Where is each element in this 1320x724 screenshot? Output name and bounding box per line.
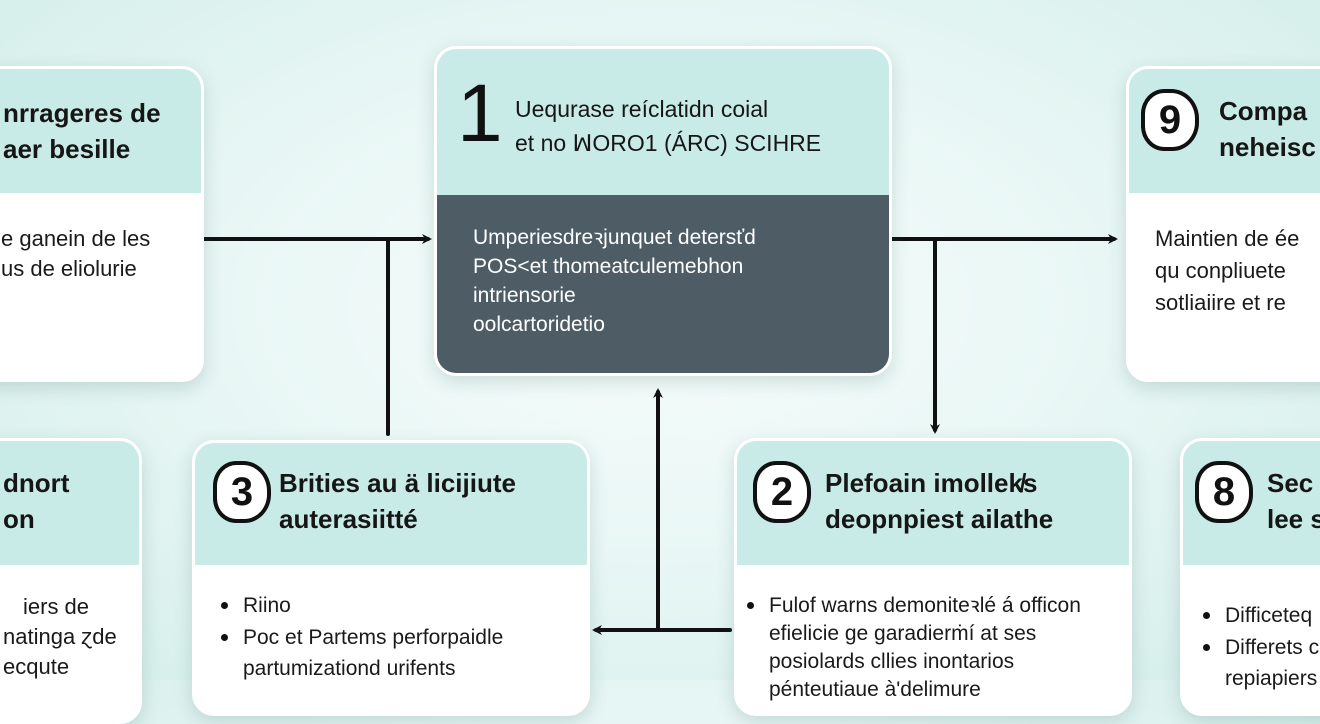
card-title: aer besille (3, 134, 131, 164)
step-number-1: 1 (457, 68, 503, 159)
list-item: Differets c (1199, 633, 1319, 662)
card-title: Plefoain imollek̸s (825, 468, 1038, 498)
card-description: e ganein de les (1, 226, 151, 251)
card-title: Compa (1219, 96, 1308, 126)
card-description: us de eliolurie (1, 256, 137, 281)
list-item-continuation: posiolards cllies inontarios (769, 650, 1015, 673)
card-title: et no ꟽORO1 (ÁRC) SCIHRE (515, 130, 822, 156)
card-title: dnort (3, 468, 70, 498)
card-description: POS<et thomeatculemebhon (473, 255, 744, 278)
card-top-right: 9 Compa neheisc Maintien de ée qu conpli… (1126, 66, 1320, 382)
list-item: Difficeteq (1199, 601, 1319, 630)
card-description: sotliaiire et re (1155, 290, 1286, 315)
list-item-continuation: pénteutiaue à'delimure (769, 678, 981, 701)
card-description: Maintien de ée (1155, 226, 1300, 251)
bullet-list: Fulof warns demoniteꝛlé á officon (743, 591, 1081, 620)
card-title: neheisc (1219, 132, 1316, 162)
step-number-8-icon: 8 (1195, 461, 1253, 523)
list-item-continuation: repiapiers (1225, 667, 1318, 690)
bullet-list: Difficeteq Differets c (1199, 601, 1319, 662)
card-bottom-center: 2 Plefoain imollek̸s deopnpiest ailathe … (734, 438, 1132, 716)
step-number-9-icon: 9 (1141, 89, 1199, 151)
card-bottom-far-left: dnort on iers de natinga ɀde ecqute (0, 438, 142, 724)
step-number-2-icon: 2 (753, 461, 811, 523)
card-description: oolcartoridetio (473, 313, 605, 336)
card-bottom-left: 3 Brities au ä licijiute auterasiitté Ri… (192, 440, 590, 716)
step-number-3-icon: 3 (213, 461, 271, 523)
card-top-center: 1 Uequrase reíclatidn coial et no ꟽORO1 … (434, 46, 892, 376)
card-title: Sec (1267, 468, 1314, 498)
card-description: natinga ɀde (3, 624, 117, 649)
card-description: Umperiesdreꝛjunquet detersťd (473, 226, 756, 249)
card-description: intriensorie (473, 284, 576, 307)
list-item-continuation: partumizationd urifents (243, 657, 456, 680)
card-description: ecqute (3, 654, 70, 679)
list-item-continuation: efielicie ge garadierṁí at ses (769, 622, 1037, 645)
card-title: deopnpiest ailathe (825, 504, 1054, 534)
card-description: qu conpliuete (1155, 258, 1286, 283)
card-bottom-right: 8 Sec lee s Difficeteq Differets c repia… (1180, 438, 1320, 716)
card-title: nrrageres de (3, 98, 161, 128)
card-title: Brities au ä licijiute (279, 468, 516, 498)
card-title: auterasiitté (279, 504, 418, 534)
card-title: on (3, 504, 35, 534)
bullet-list: Riino Poc et Partems perforpaidle (217, 591, 503, 652)
card-top-left: nrrageres de aer besille e ganein de les… (0, 66, 204, 382)
list-item: Riino (217, 591, 503, 620)
list-item: Fulof warns demoniteꝛlé á officon (743, 591, 1081, 620)
list-item: Poc et Partems perforpaidle (217, 623, 503, 652)
card-description: iers de (23, 594, 90, 619)
card-title: Uequrase reíclatidn coial (515, 96, 769, 122)
connector-arrows (200, 234, 1118, 635)
card-title: lee s (1267, 504, 1320, 534)
